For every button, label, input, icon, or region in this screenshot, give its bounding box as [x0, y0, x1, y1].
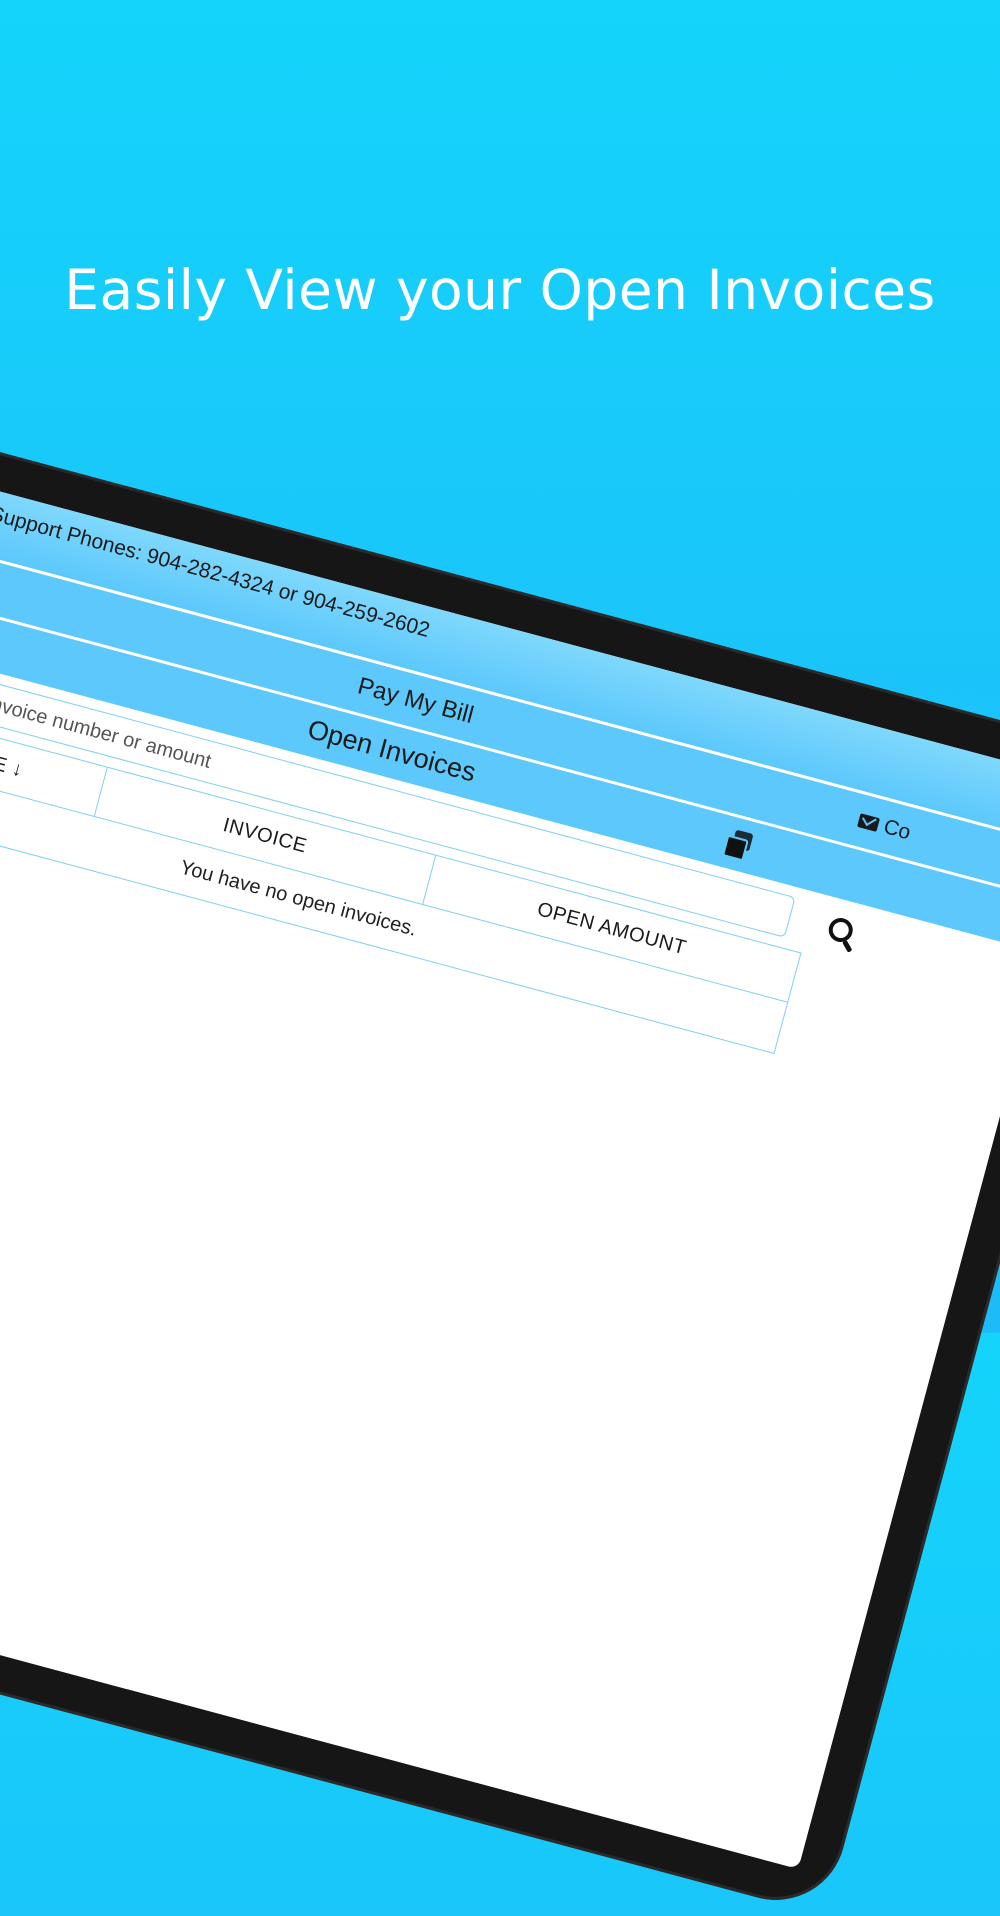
page-headline: Easily View your Open Invoices — [64, 258, 936, 322]
tablet-device: Our Support Phones: 904-282-4324 or 904-… — [0, 420, 1000, 1916]
search-icon — [826, 915, 856, 945]
tablet-screen: Our Support Phones: 904-282-4324 or 904-… — [0, 466, 1000, 1870]
search-button[interactable] — [813, 903, 869, 959]
search-icon-handle — [842, 939, 853, 953]
mail-icon — [857, 813, 881, 832]
column-header-date-label: DATE — [0, 741, 10, 777]
arrow-down-icon: ↓ — [9, 757, 26, 782]
